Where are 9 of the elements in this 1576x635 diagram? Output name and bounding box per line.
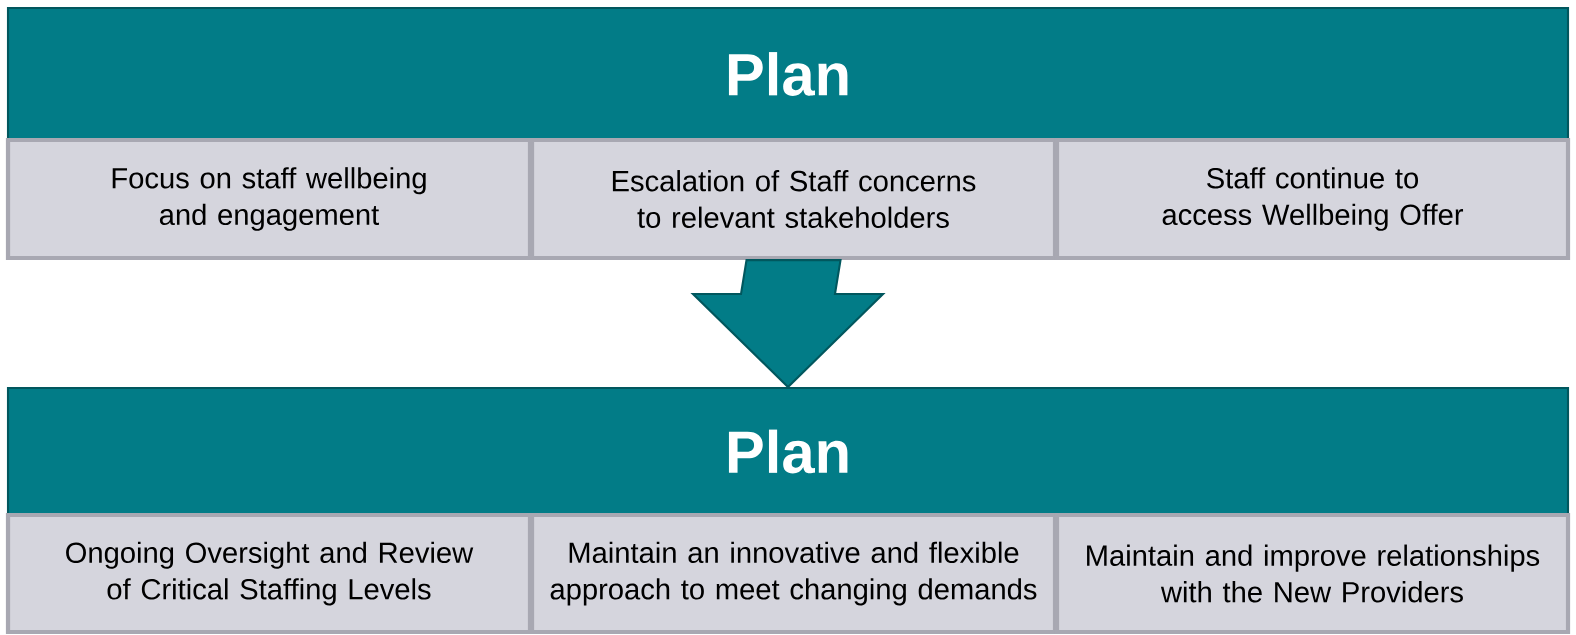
text-cell: Ongoing Oversight and Review of Critical Staffing Levels xyxy=(5,512,533,635)
text-cell: Maintain an innovative and flexible approach to meet changing demands xyxy=(529,512,1058,635)
header-band: Plan xyxy=(6,6,1570,142)
text-cell: Focus on staff wellbeing and engagement xyxy=(5,137,533,261)
block-arrow xyxy=(690,259,886,389)
text-cell: Escalation of Staff concerns to relevant stakeholders xyxy=(529,137,1058,261)
text-cell: Maintain and improve relationships with the New Providers xyxy=(1054,512,1571,635)
header-band: Plan xyxy=(6,386,1570,517)
text-cell: Staff continue to access Wellbeing Offer xyxy=(1054,137,1571,261)
